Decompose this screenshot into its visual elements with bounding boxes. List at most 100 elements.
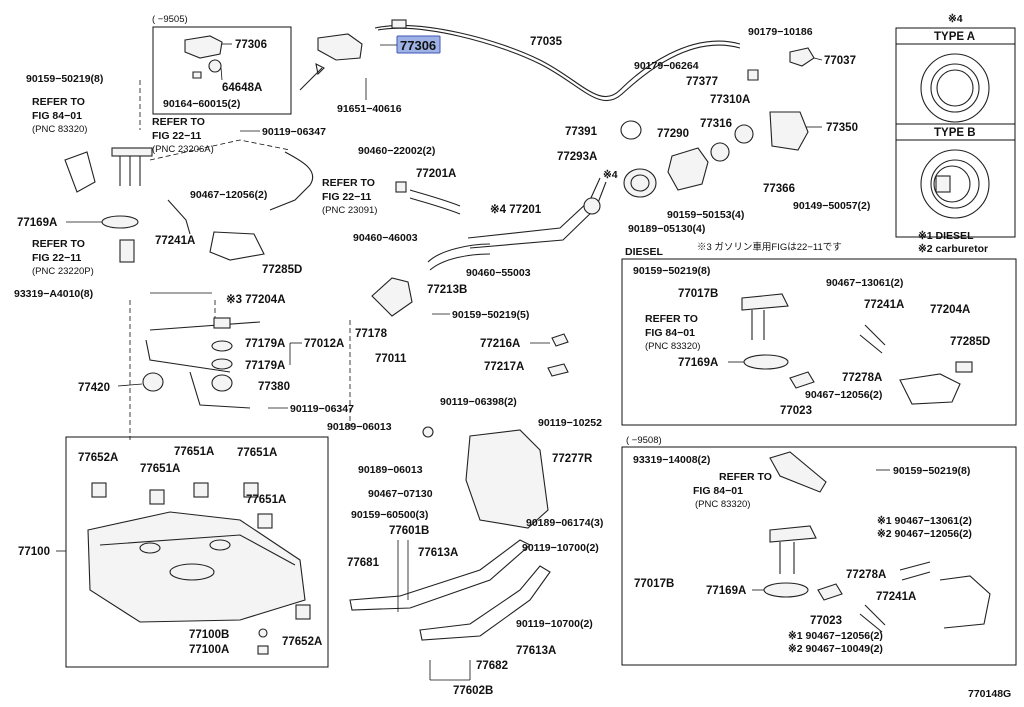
d-part-label-77023[interactable]: 77023 [780, 405, 812, 417]
part-label-77201A[interactable]: 77201A [416, 168, 456, 180]
part-label-77100B[interactable]: 77100B [189, 629, 229, 641]
part-label-77651A-3[interactable]: 77651A [140, 463, 180, 475]
c-part-label-77241A[interactable]: 77241A [876, 591, 916, 603]
c-part-label-93319-14008[interactable]: 93319−14008(2) [633, 454, 710, 466]
part-label-77011[interactable]: 77011 [375, 353, 407, 365]
part-label-77169A[interactable]: 77169A [17, 217, 57, 229]
part-label-90159-50219-top[interactable]: 90159−50219(8) [26, 73, 103, 85]
c-note-3-part[interactable]: ※1 90467−12056(2) [788, 630, 883, 642]
part-label-77316[interactable]: 77316 [700, 118, 732, 130]
c-part-label-77017B[interactable]: 77017B [634, 578, 674, 590]
refer-fig-22-11-a[interactable]: REFER TO FIG 22−11 (PNC 23206A) [152, 116, 214, 155]
part-label-90119-10700-a[interactable]: 90119−10700(2) [522, 542, 599, 554]
type-variants-box: ※4 TYPE A TYPE B [895, 13, 1016, 238]
part-label-77213B[interactable]: 77213B [427, 284, 467, 296]
part-label-90189-06174[interactable]: 90189−06174(3) [526, 517, 603, 529]
part-label-90159-50153[interactable]: 90159−50153(4) [667, 209, 744, 221]
part-label-77012A[interactable]: 77012A [304, 338, 344, 350]
c-refer-fig-84-01[interactable]: REFER TO FIG 84−01 (PNC 83320) [693, 471, 772, 510]
part-label-77306-box[interactable]: 77306 [235, 39, 267, 51]
type-box-header: ※4 [948, 13, 963, 25]
part-label-77204A[interactable]: ※3 77204A [226, 293, 286, 306]
part-label-77037[interactable]: 77037 [824, 55, 856, 67]
part-label-77652A-2[interactable]: 77652A [282, 636, 322, 648]
part-label-90189-05130[interactable]: 90189−05130(4) [628, 223, 705, 235]
part-label-90189-06013-a[interactable]: 90189−06013 [327, 421, 392, 433]
part-label-77100A[interactable]: 77100A [189, 644, 229, 656]
c-note-4-part[interactable]: ※2 90467−10049(2) [788, 643, 883, 655]
d-part-label-90467-12056[interactable]: 90467−12056(2) [805, 389, 882, 401]
part-label-77241A[interactable]: 77241A [155, 235, 195, 247]
part-label-77681[interactable]: 77681 [347, 557, 380, 569]
part-label-77601B[interactable]: 77601B [389, 525, 429, 537]
d-part-label-77204A[interactable]: 77204A [930, 304, 970, 316]
part-label-77613A-1[interactable]: 77613A [418, 547, 458, 559]
part-label-77179A-2[interactable]: 77179A [245, 360, 285, 372]
part-label-77391[interactable]: 77391 [565, 126, 598, 138]
part-label-77380[interactable]: 77380 [258, 381, 290, 393]
part-label-90179-10186[interactable]: 90179−10186 [748, 26, 813, 38]
refer-fig-22-11-c[interactable]: REFER TO FIG 22−11 (PNC 23220P) [32, 238, 94, 277]
c-part-label-77023[interactable]: 77023 [810, 615, 842, 627]
part-label-77682[interactable]: 77682 [476, 660, 508, 672]
part-label-77217A[interactable]: 77217A [484, 361, 524, 373]
d-part-label-77241A[interactable]: 77241A [864, 299, 904, 311]
refer-fig-22-11-b[interactable]: REFER TO FIG 22−11 (PNC 23091) [322, 177, 377, 216]
part-label-77290[interactable]: 77290 [657, 128, 689, 140]
part-label-90159-60500[interactable]: 90159−60500(3) [351, 509, 428, 521]
part-label-90460-55003[interactable]: 90460−55003 [466, 267, 531, 279]
part-label-77293A[interactable]: 77293A [557, 151, 597, 163]
part-label-90460-46003[interactable]: 90460−46003 [353, 232, 418, 244]
d-part-label-77278A[interactable]: 77278A [842, 372, 882, 384]
part-label-77652A-1[interactable]: 77652A [78, 452, 118, 464]
d-part-label-90159-50219[interactable]: 90159−50219(8) [633, 265, 710, 277]
part-label-77179A-1[interactable]: 77179A [245, 338, 285, 350]
part-label-91651-40616[interactable]: 91651−40616 [337, 103, 402, 115]
part-label-90119-06398[interactable]: 90119−06398(2) [440, 396, 517, 408]
d-part-label-77017B[interactable]: 77017B [678, 288, 718, 300]
part-label-77285D[interactable]: 77285D [262, 264, 302, 276]
c-part-label-90159-50219[interactable]: 90159−50219(8) [893, 465, 970, 477]
part-label-90149-50057[interactable]: 90149−50057(2) [793, 200, 870, 212]
part-label-77277R[interactable]: 77277R [552, 453, 593, 465]
part-label-90119-06347-top[interactable]: 90119−06347 [262, 126, 326, 138]
part-label-90119-10252[interactable]: 90119−10252 [538, 417, 602, 429]
d-part-label-77169A[interactable]: 77169A [678, 357, 718, 369]
part-label-77216A[interactable]: 77216A [480, 338, 520, 350]
part-label-77420[interactable]: 77420 [78, 382, 110, 394]
c-part-label-77169A[interactable]: 77169A [706, 585, 746, 597]
part-label-77178[interactable]: 77178 [355, 328, 388, 340]
refer-fig-84-01-left[interactable]: REFER TO FIG 84−01 (PNC 83320) [32, 96, 87, 135]
part-label-90164-60015[interactable]: 90164−60015(2) [163, 98, 240, 110]
part-label-477201[interactable]: ※4 77201 [490, 203, 542, 216]
part-label-64648A[interactable]: 64648A [222, 82, 262, 94]
highlighted-part-77306[interactable]: 77306 [299, 33, 441, 91]
c-part-label-77278A[interactable]: 77278A [846, 569, 886, 581]
d-refer-fig-84-01[interactable]: REFER TO FIG 84−01 (PNC 83320) [645, 313, 700, 352]
part-label-93319-A4010[interactable]: 93319−A4010(8) [14, 288, 93, 300]
part-label-77366[interactable]: 77366 [763, 183, 795, 195]
part-label-77602B[interactable]: 77602B [453, 685, 493, 697]
part-label-77100[interactable]: 77100 [18, 546, 50, 558]
part-label-77350[interactable]: 77350 [826, 122, 858, 134]
d-part-label-90467-13061[interactable]: 90467−13061(2) [826, 277, 903, 289]
diesel-label: DIESEL [625, 246, 664, 258]
part-label-90189-06013-b[interactable]: 90189−06013 [358, 464, 423, 476]
part-label-77651A-2[interactable]: 77651A [237, 447, 277, 459]
part-label-90159-50219-5[interactable]: 90159−50219(5) [452, 309, 529, 321]
c-note-2-part[interactable]: ※2 90467−12056(2) [877, 528, 972, 540]
part-label-77651A-1[interactable]: 77651A [174, 446, 214, 458]
part-label-90119-10700-b[interactable]: 90119−10700(2) [516, 618, 593, 630]
part-label-77377[interactable]: 77377 [686, 76, 718, 88]
part-label-77035[interactable]: 77035 [530, 36, 563, 48]
part-label-77310A[interactable]: 77310A [710, 94, 750, 106]
part-label-77651A-4[interactable]: 77651A [246, 494, 286, 506]
c-note-1-part[interactable]: ※1 90467−13061(2) [877, 515, 972, 527]
part-label-90467-07130[interactable]: 90467−07130 [368, 488, 433, 500]
part-label-90460-22002[interactable]: 90460−22002(2) [358, 145, 435, 157]
part-label-90119-06347-mid[interactable]: 90119−06347 [290, 403, 354, 415]
part-label-77613A-2[interactable]: 77613A [516, 645, 556, 657]
part-label-90467-12056[interactable]: 90467−12056(2) [190, 189, 267, 201]
d-part-label-77285D[interactable]: 77285D [950, 336, 990, 348]
part-label-90179-06264[interactable]: 90179−06264 [634, 60, 699, 72]
